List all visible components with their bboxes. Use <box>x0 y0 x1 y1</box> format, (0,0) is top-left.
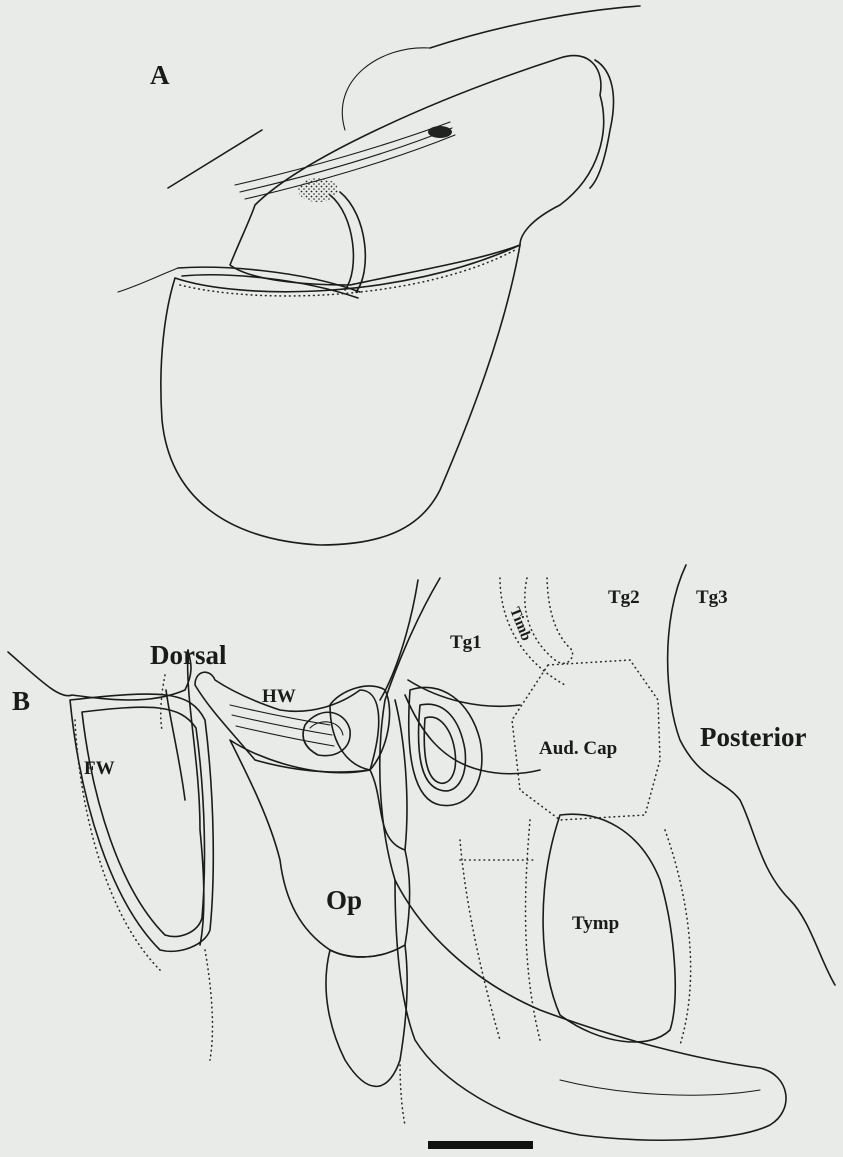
op-right-edge <box>395 700 407 850</box>
panel-a-vein-3 <box>245 135 455 199</box>
forewing-dotted-top <box>161 675 165 730</box>
hinge-vein-3 <box>236 726 334 746</box>
panel-a-vein-2 <box>240 128 452 192</box>
panel-a-wing-arc <box>342 48 430 130</box>
forewing-outer-frame <box>70 694 213 951</box>
tg1-lower-border <box>408 680 520 706</box>
tg3-label: Tg3 <box>696 587 728 609</box>
panel-a-dorsal-line <box>430 6 640 48</box>
panel-a-dark-pit <box>298 178 338 202</box>
aud-cap-label: Aud. Cap <box>539 738 617 760</box>
spiracle-opening <box>424 717 455 783</box>
op-label: Op <box>326 885 362 916</box>
forewing-membrane <box>82 707 204 936</box>
panel-b-label: B <box>12 686 30 717</box>
hindwing-knob-rim <box>310 722 343 735</box>
tg1-inner-border <box>405 695 540 774</box>
posterior-label: Posterior <box>700 722 806 753</box>
hinge-vein-2 <box>232 715 332 735</box>
panel-a-dark-spot <box>428 126 452 138</box>
panel-a-upper-plate <box>230 56 604 285</box>
sternite-inner-line <box>560 1080 760 1095</box>
operculum-plate <box>230 740 410 957</box>
tg2-label: Tg2 <box>608 587 640 609</box>
forewing-dotted-tail <box>205 950 212 1060</box>
posterior-body-contour <box>668 565 835 985</box>
panel-a-left-line <box>118 268 178 292</box>
fw-label: FW <box>84 758 115 780</box>
panel-a-vein-1 <box>235 122 450 185</box>
panel-a-drawing <box>118 6 640 545</box>
timbal-outline <box>525 578 573 663</box>
scale-bar <box>428 1141 533 1149</box>
hw-label: HW <box>262 686 296 708</box>
panel-a-label: A <box>150 60 170 91</box>
panel-a-lower-lobe <box>161 245 520 545</box>
lower-dotted-left <box>460 840 500 1040</box>
panel-b-drawing <box>8 565 835 1140</box>
panel-a-inner-loop <box>330 195 353 290</box>
operculum-dotted-tail <box>400 1060 405 1125</box>
panel-a-right-rim <box>590 60 614 188</box>
forewing-vein-line <box>166 690 185 800</box>
timbal-outer-dots <box>500 578 565 685</box>
tg1-label: Tg1 <box>450 632 482 654</box>
tympanum-dotted-right <box>665 830 691 1045</box>
panel-a-short-line <box>168 130 262 188</box>
tymp-label: Tymp <box>572 913 619 935</box>
dorsal-label: Dorsal <box>150 640 227 671</box>
operculum-stem <box>326 945 407 1086</box>
